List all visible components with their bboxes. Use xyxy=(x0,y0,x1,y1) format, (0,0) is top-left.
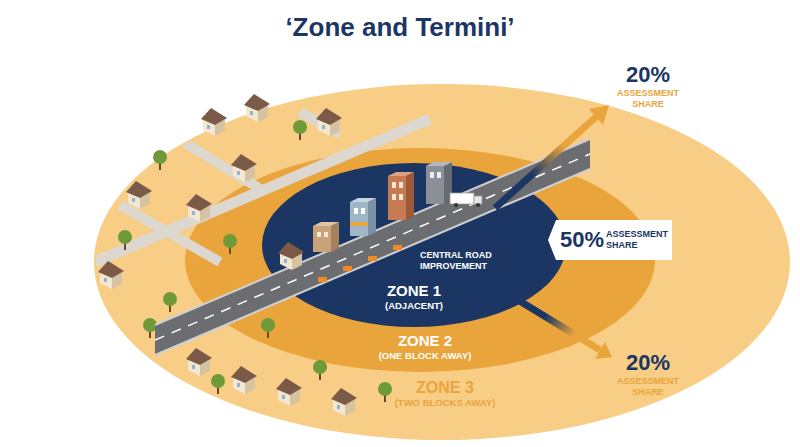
share-caption: ASSESSMENT SHARE xyxy=(608,376,688,398)
zone-ellipse-fill xyxy=(185,148,655,372)
zone-ellipse-fill xyxy=(94,84,790,440)
zone-ellipse: ZONE 1(ADJACENT) xyxy=(262,163,566,327)
zone-distance: (TWO BLOCKS AWAY) xyxy=(335,397,555,408)
zone-distance: (ADJACENT) xyxy=(334,300,494,311)
share-callout: 50%ASSESSMENT SHARE xyxy=(548,220,672,260)
share-percent: 50% xyxy=(560,227,608,253)
share-caption: ASSESSMENT SHARE xyxy=(606,229,672,251)
share-percent: 20% xyxy=(603,350,693,376)
share-callout-fill xyxy=(548,220,672,260)
project-label: CENTRAL ROAD IMPROVEMENT xyxy=(420,250,498,272)
share-caption: ASSESSMENT SHARE xyxy=(608,88,688,110)
diagram-title: ‘Zone and Termini’ xyxy=(0,12,800,43)
zone-name: ZONE 1 xyxy=(334,282,494,300)
zone-ellipse-fill xyxy=(262,163,566,327)
zone-name: ZONE 2 xyxy=(325,332,525,350)
zone-name: ZONE 3 xyxy=(335,378,555,397)
share-percent: 20% xyxy=(603,62,693,88)
zone-distance: (ONE BLOCK AWAY) xyxy=(325,350,525,361)
